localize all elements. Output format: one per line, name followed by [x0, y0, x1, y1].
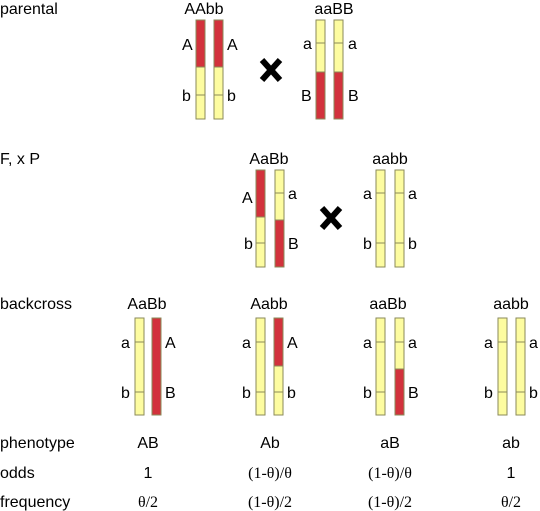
backcross-3-chromosome-left [375, 317, 386, 416]
parental-right-allele-1a: a [303, 36, 312, 53]
backcross-2-allele-right-b: b [287, 385, 296, 402]
f1-left-chromosome-2 [274, 169, 285, 268]
row-label-frequency: frequency [0, 494, 70, 511]
f1-right-chromosome-2 [394, 169, 405, 268]
f1-cross-symbol [319, 205, 343, 231]
backcross-4-allele-right-b: b [529, 385, 538, 402]
phenotype-2: Ab [260, 435, 280, 452]
backcross-1-allele-left-b: b [121, 385, 130, 402]
backcross-3-allele-left-a: a [363, 335, 372, 352]
backcross-1-chromosome-right [151, 317, 162, 416]
backcross-3-chromosome-right [394, 317, 405, 416]
f1-right-allele-2b: b [408, 236, 417, 253]
f1-left-allele-1a: A [242, 190, 253, 207]
parental-left-allele-1b: b [182, 88, 191, 105]
phenotype-3: aB [380, 435, 400, 452]
row-label-phenotype: phenotype [0, 435, 75, 452]
backcross-2-genotype: Aabb [250, 296, 287, 313]
backcross-2-chromosome-left [255, 317, 266, 416]
f1-right-chromosome-1 [375, 169, 386, 268]
phenotype-1: AB [137, 435, 158, 452]
parental-left-allele-1a: A [182, 37, 193, 54]
parental-right-allele-2b: B [348, 88, 359, 105]
backcross-1-allele-right-b: B [165, 385, 176, 402]
backcross-1-genotype: AaBb [127, 296, 166, 313]
parental-right-genotype: aaBB [314, 1, 353, 18]
f1-left-genotype: AaBb [249, 151, 288, 168]
parental-left-allele-2a: A [227, 37, 238, 54]
odds-4: 1 [507, 465, 516, 482]
parental-left-allele-2b: b [227, 88, 236, 105]
frequency-1: θ/2 [138, 494, 158, 511]
backcross-1-allele-left-a: a [121, 335, 130, 352]
backcross-4-chromosome-left [497, 317, 508, 416]
f1-right-genotype: aabb [372, 151, 408, 168]
backcross-2-chromosome-right [273, 317, 284, 416]
backcross-4-chromosome-right [515, 317, 526, 416]
backcross-1-chromosome-left [134, 317, 145, 416]
parental-right-allele-2a: a [348, 36, 357, 53]
backcross-2-allele-right-a: A [287, 335, 298, 352]
f1-right-allele-1a: a [363, 186, 372, 203]
odds-1: 1 [144, 465, 153, 482]
f1-left-chromosome-1 [255, 169, 266, 268]
f1-left-allele-2b: B [288, 236, 299, 253]
row-label-backcross: backcross [0, 296, 72, 313]
backcross-3-allele-right-a: a [408, 335, 417, 352]
row-label-odds: odds [0, 465, 35, 482]
phenotype-4: ab [502, 435, 520, 452]
backcross-3-genotype: aaBb [369, 296, 406, 313]
backcross-2-allele-left-b: b [242, 385, 251, 402]
f1-left-allele-1b: b [244, 236, 253, 253]
parental-right-allele-1b: B [301, 88, 312, 105]
parental-right-chromosome-1 [315, 19, 326, 120]
odds-3: (1-θ)/θ [368, 465, 412, 482]
frequency-2: (1-θ)/2 [248, 494, 292, 511]
backcross-4-allele-left-b: b [484, 385, 493, 402]
parental-left-chromosome-2 [213, 19, 224, 120]
f1-right-allele-2a: a [408, 186, 417, 203]
parental-left-genotype: AAbb [184, 1, 223, 18]
row-label-parental: parental [0, 1, 58, 18]
backcross-2-allele-left-a: a [242, 335, 251, 352]
backcross-4-allele-left-a: a [484, 335, 493, 352]
parental-cross-symbol [259, 57, 283, 83]
f1-left-allele-2a: a [288, 186, 297, 203]
odds-2: (1-θ)/θ [248, 465, 292, 482]
row-label-f1: F, x P [0, 151, 40, 168]
frequency-3: (1-θ)/2 [368, 494, 412, 511]
backcross-3-allele-left-b: b [363, 385, 372, 402]
parental-right-chromosome-2 [333, 19, 344, 120]
backcross-4-allele-right-a: a [529, 335, 538, 352]
f1-right-allele-1b: b [363, 236, 372, 253]
backcross-3-allele-right-b: B [408, 385, 419, 402]
backcross-1-allele-right-a: A [165, 335, 176, 352]
backcross-4-genotype: aabb [493, 296, 529, 313]
frequency-4: θ/2 [501, 494, 521, 511]
parental-left-chromosome-1 [195, 19, 206, 120]
